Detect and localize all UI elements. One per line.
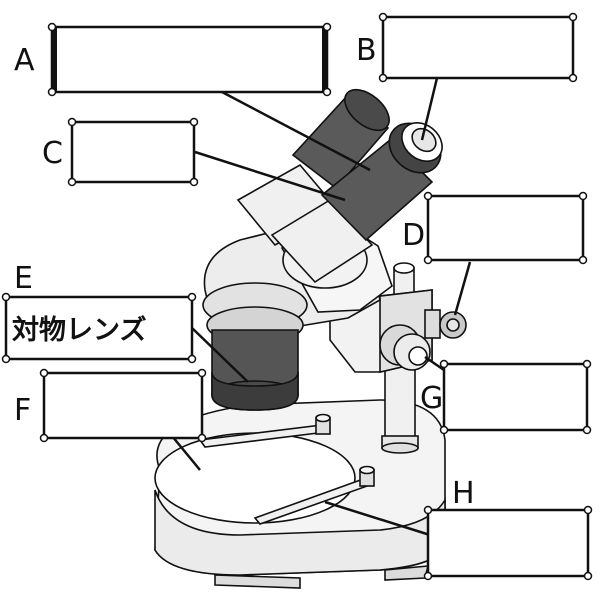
- objective-lens-label: 対物レンズ: [12, 314, 146, 346]
- leader-line-f: [171, 435, 201, 471]
- letter-f: F: [14, 393, 31, 428]
- leader-line-c: [194, 150, 346, 202]
- eyepiece-tube-right: [270, 121, 443, 284]
- objective-lens-barrel: [211, 329, 299, 411]
- answer-box-c[interactable]: [67, 117, 199, 187]
- leader-line-d: [453, 261, 472, 316]
- letter-g: G: [420, 381, 443, 416]
- answer-box-f[interactable]: [39, 368, 207, 443]
- answer-box-g[interactable]: [439, 359, 592, 435]
- leader-lines: [171, 77, 472, 537]
- leader-line-g: [424, 355, 445, 372]
- pillar: [381, 262, 419, 454]
- letter-e: E: [14, 261, 33, 296]
- letter-c: C: [42, 136, 63, 171]
- letter-a: A: [14, 43, 35, 78]
- leader-line-e: [191, 327, 249, 383]
- microscope-illustration: [154, 88, 467, 589]
- leader-line-b: [420, 77, 439, 141]
- letter-d: D: [402, 218, 425, 253]
- letter-b: B: [356, 33, 377, 68]
- letter-h: H: [452, 476, 475, 511]
- eyepiece-tube-left: [236, 88, 390, 247]
- stage-clip-lower: [253, 465, 375, 525]
- answer-box-a[interactable]: [47, 22, 332, 97]
- stage-clip-upper: [198, 413, 331, 448]
- answer-box-e: [1, 292, 197, 364]
- answer-box-b[interactable]: [378, 12, 578, 83]
- leader-line-a: [221, 90, 371, 172]
- answer-box-d[interactable]: [423, 191, 588, 265]
- leader-line-h: [324, 500, 431, 537]
- answer-box-h[interactable]: [423, 505, 593, 581]
